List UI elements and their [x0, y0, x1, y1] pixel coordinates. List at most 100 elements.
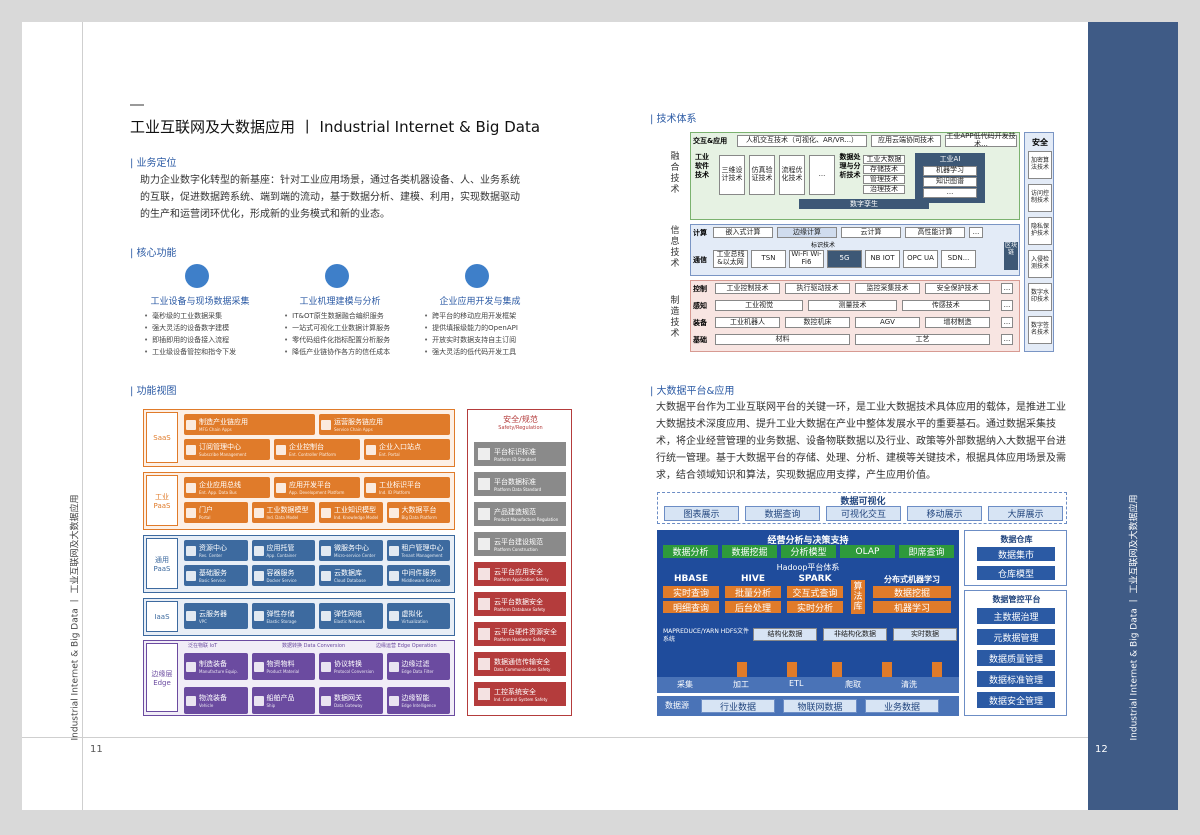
- tile-icon: [321, 419, 331, 430]
- tile-icon: [321, 661, 331, 672]
- mfg-item: 安全保护技术: [925, 283, 990, 294]
- safety-item-icon: [478, 568, 490, 580]
- safety-subtitle: Safety/Regulation: [498, 425, 543, 431]
- feature-list-item: 跨平台的移动应用开发框架: [424, 310, 518, 322]
- tile-icon: [388, 545, 399, 556]
- left-side-strip: Industrial Internet & Big Data 丨 工业互联网及大…: [44, 482, 104, 752]
- etl-arrows: [657, 662, 959, 692]
- layer-name: 通用 PaaS: [146, 538, 178, 589]
- intro-paragraph: 助力企业数字化转型的新基座：针对工业应用场景，通过各类机器设备、人、业务系统的互…: [140, 175, 520, 220]
- engine-item: 实时查询: [663, 586, 719, 599]
- section-core-functions: | 核心功能: [130, 248, 177, 259]
- tile-icon: [321, 570, 331, 581]
- section-tech-system: | 技术体系: [650, 114, 697, 125]
- store-item: 结构化数据: [753, 628, 817, 641]
- comm-label: 通信: [693, 256, 707, 264]
- right-side-band: Industrial Internet & Big Data 丨 工业互联网及大…: [1088, 22, 1178, 810]
- security-item: 加密算法技术: [1028, 151, 1052, 179]
- decision-title: 经营分析与决策支持: [767, 536, 849, 546]
- tile-icon: [253, 570, 264, 581]
- comm-item: TSN: [751, 250, 786, 268]
- feature-list-item: 毫秒级的工业数据采集: [144, 310, 236, 322]
- etl-item: 采集: [677, 680, 693, 689]
- soft-item: 三维设计技术: [719, 155, 745, 195]
- mfg-item: 传感技术: [901, 300, 990, 311]
- comm-item: Wi-Fi Wi-Fi6: [789, 250, 824, 268]
- layer-name: 工业 PaaS: [146, 475, 178, 526]
- algo-lib: 算法库: [851, 580, 865, 614]
- engine-title: HIVE: [741, 574, 765, 584]
- tile-icon: [186, 444, 196, 455]
- governance-box: 数据管控平台主数据治理元数据管理数据质量管理数据标准管理数据安全管理: [964, 590, 1067, 716]
- decision-item: 分析模型: [781, 545, 836, 558]
- engine-item: 批量分析: [725, 586, 781, 599]
- tech-row-label: 制造技术: [670, 296, 680, 339]
- safety-title: 安全/规范: [503, 415, 538, 424]
- mfg-item: 监控采集技术: [855, 283, 920, 294]
- left-footer-line: [22, 737, 600, 738]
- mfg-label: 控制: [693, 285, 707, 293]
- comm-item: SDN...: [941, 250, 976, 268]
- safety-item-icon: [478, 598, 490, 610]
- feature-list-item: 提供填报级能力的OpenAPI: [424, 322, 518, 334]
- left-side-text: Industrial Internet & Big Data 丨 工业互联网及大…: [70, 493, 81, 741]
- visual-item: 数据查询: [745, 506, 820, 521]
- edge-group-label: 数据转换 Data Conversion: [282, 643, 346, 649]
- tile-icon: [388, 661, 399, 672]
- comm-item: OPC UA: [903, 250, 938, 268]
- store-item: 非结构化数据: [823, 628, 887, 641]
- feature-list-item: 工业级设备管控和指令下发: [144, 346, 236, 358]
- feature-list-item: 降低产业链协作各方的信任成本: [284, 346, 390, 358]
- feature-list: 跨平台的移动应用开发框架提供填报级能力的OpenAPI开放实时数据支持自主订阅强…: [424, 310, 518, 358]
- mfg-label: 装备: [693, 319, 707, 327]
- security-item: 数字水印技术: [1028, 283, 1052, 311]
- interact-label: 交互&应用: [693, 137, 728, 145]
- security-column: 安全加密算法技术访问控制技术隐私保护技术入侵检测技术数字水印技术数字签名技术: [1024, 132, 1054, 352]
- decision-item: OLAP: [840, 545, 895, 558]
- tile-icon: [186, 482, 196, 493]
- tile-icon: [321, 545, 331, 556]
- decision-item: 数据挖掘: [722, 545, 777, 558]
- governance-item: 主数据治理: [977, 608, 1055, 624]
- mfg-item: 工艺: [855, 334, 990, 345]
- feature-2-icon: [325, 264, 349, 288]
- right-side-text: Industrial Internet & Big Data 丨 工业互联网及大…: [1129, 493, 1140, 741]
- source-item: 物联网数据: [783, 699, 857, 713]
- engine-title: SPARK: [798, 574, 832, 584]
- mfg-item: 工业视觉: [715, 300, 804, 311]
- feature-list: IT&OT原生数据融合编织服务一站式可视化工业数据计算服务零代码组件化指标配置分…: [284, 310, 390, 358]
- safety-item-icon: [478, 508, 490, 520]
- feature-list-item: 开放实时数据支持自主订阅: [424, 334, 518, 346]
- visual-item: 可视化交互: [826, 506, 901, 521]
- feature-list: 毫秒级的工业数据采集强大灵活的设备数字建模即插即用的设备接入流程工业级设备管控和…: [144, 310, 236, 358]
- tile-icon: [186, 507, 196, 518]
- mfg-item: 工业机器人: [715, 317, 780, 328]
- tile-icon: [186, 545, 196, 556]
- ai-item: 机器学习: [923, 166, 977, 176]
- compute-item: ...: [969, 227, 983, 238]
